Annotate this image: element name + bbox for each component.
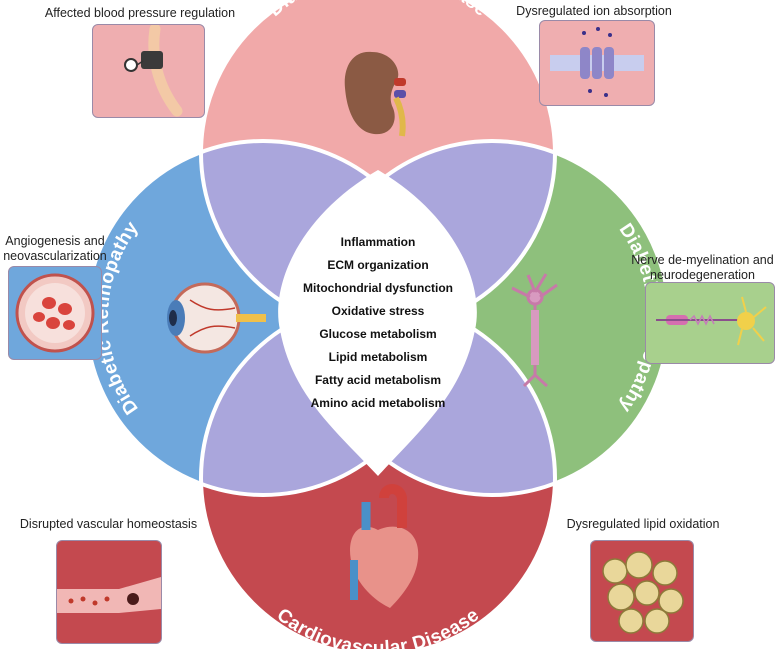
shared-pathways-list: Inflammation ECM organization Mitochondr… [303,235,453,410]
pathway-item: Lipid metabolism [329,350,428,364]
caption-nerve: Nerve de-myelination and neurodegenerati… [631,253,774,282]
pathway-item: ECM organization [327,258,428,272]
caption-lipid-oxidation: Dysregulated lipid oxidation [566,517,720,531]
kidney-icon [344,51,406,137]
blood-vessel-section-icon [15,273,95,353]
adipocytes-icon [602,551,684,634]
angiogenesis-image [8,266,102,360]
pathway-item: Inflammation [341,235,416,249]
heart-icon [350,484,419,608]
vascular-image [56,540,162,644]
pathway-item: Mitochondrial dysfunction [303,281,453,295]
blood-pressure-image [92,24,205,118]
caption-vascular: Disrupted vascular homeostasis [19,517,198,531]
lipid-droplets-image [590,540,694,642]
pathway-item: Glucose metabolism [319,327,436,341]
blood-pressure-cuff-icon [124,25,183,117]
neuron-icon [511,273,558,388]
pathway-item: Fatty acid metabolism [315,373,441,387]
nerve-image [645,282,775,364]
caption-blood-pressure: Affected blood pressure regulation [44,6,236,20]
ion-channel-image [539,20,655,106]
demyelinated-nerve-icon [656,296,767,346]
caption-angiogenesis: Angiogenesis and neovascularization [3,234,107,263]
central-shared-region [278,170,477,476]
pathway-item: Oxidative stress [332,304,425,318]
pathway-item: Amino acid metabolism [311,396,446,410]
eye-icon [167,282,266,354]
blood-vessel-icon [57,577,161,613]
caption-ion-absorption: Dysregulated ion absorption [516,4,672,18]
ion-channel-icon [550,27,644,97]
